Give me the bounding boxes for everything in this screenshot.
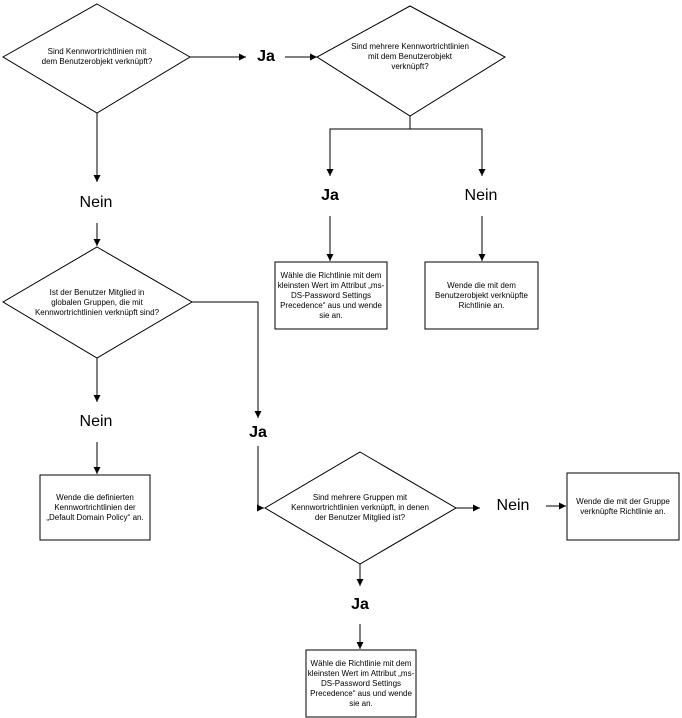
label-ja: Ja	[321, 187, 339, 204]
action-text-2: Wende die mit dem Benutzerobjekt verknüp…	[435, 280, 528, 310]
label-ja: Ja	[257, 48, 275, 65]
action-text-3: Wende die definierten Kennwortrichtlinie…	[46, 492, 144, 522]
label-nein: Nein	[79, 413, 113, 430]
label-nein: Nein	[496, 497, 530, 514]
connector-ja-d4	[257, 446, 264, 512]
action-text-4: Wende die mit der Gruppe verknüpfte Rich…	[576, 496, 670, 516]
action-box-1	[274, 261, 388, 330]
decision-text-2: Sind mehrere Kennwortrichtlinien mit dem…	[351, 42, 469, 71]
label-ja: Ja	[249, 424, 267, 441]
label-ja: Ja	[351, 596, 369, 613]
decision-text-4: Sind mehrere Gruppen mit Kennwortrichtli…	[291, 493, 429, 522]
action-box-2	[424, 261, 539, 330]
decision-text-1: Sind Kennwortrichtlinien mit dem Benutze…	[41, 47, 153, 66]
label-nein: Nein	[79, 194, 113, 211]
connector-d3-ja	[192, 301, 262, 418]
action-box-4	[566, 472, 680, 541]
action-text-1: Wähle die Richtlinie mit dem kleinsten W…	[277, 270, 385, 320]
connector-d2-split	[326, 116, 411, 176]
action-box-3	[39, 474, 151, 541]
connector-d2-split-right	[410, 128, 486, 176]
label-nein: Nein	[464, 187, 498, 204]
action-text-5: Wähle die Richtlinie mit dem kleinsten W…	[307, 658, 415, 708]
action-box-5	[305, 649, 417, 718]
decision-text-3: Ist der Benutzer Mitglied in globalen Gr…	[34, 288, 160, 317]
